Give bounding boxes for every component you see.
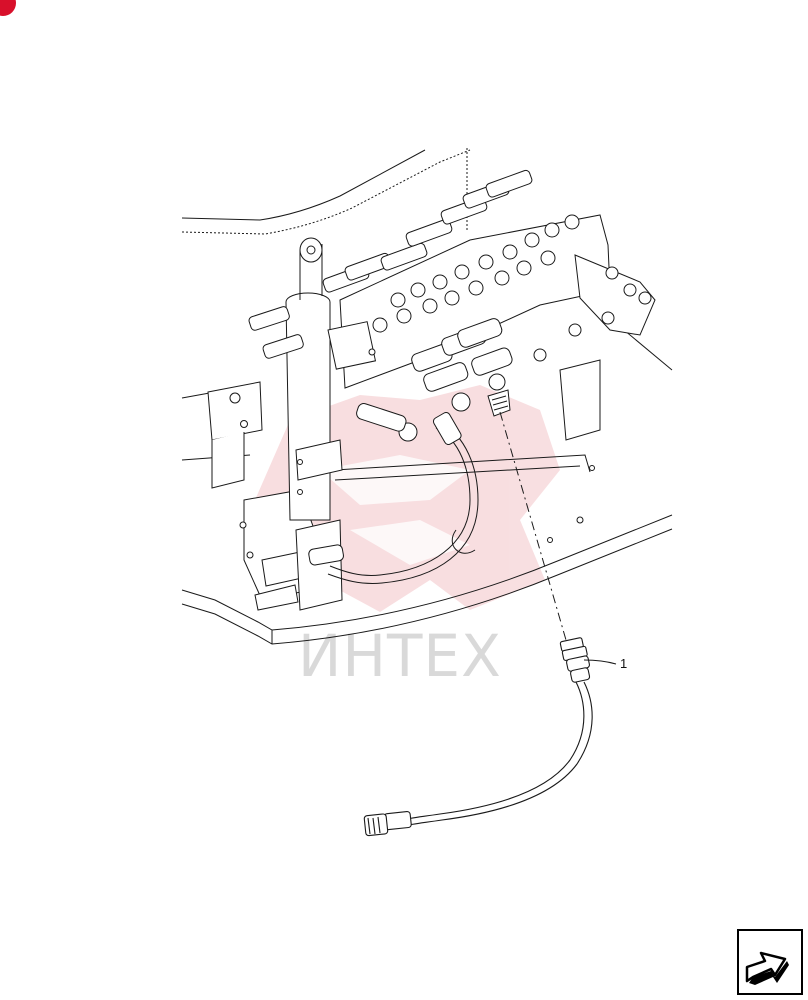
watermark-text: ИНТЕХ <box>298 622 502 690</box>
installed-hose <box>308 411 479 584</box>
exploded-view-leader <box>499 411 567 641</box>
next-page-arrow-icon[interactable] <box>737 929 803 995</box>
control-valve-bank <box>248 169 656 442</box>
callout-1: 1 <box>583 656 627 671</box>
vertical-post <box>285 237 343 611</box>
callout-label-1: 1 <box>620 656 627 671</box>
fittings-cluster <box>327 318 513 442</box>
arrow-glyph-icon <box>745 951 789 985</box>
valve-spools <box>248 169 533 359</box>
valve-ports <box>372 214 652 362</box>
red-corner-tab-icon <box>0 0 16 16</box>
target-port-fitting <box>487 389 511 417</box>
hose-assembly-part-1 <box>363 637 593 837</box>
